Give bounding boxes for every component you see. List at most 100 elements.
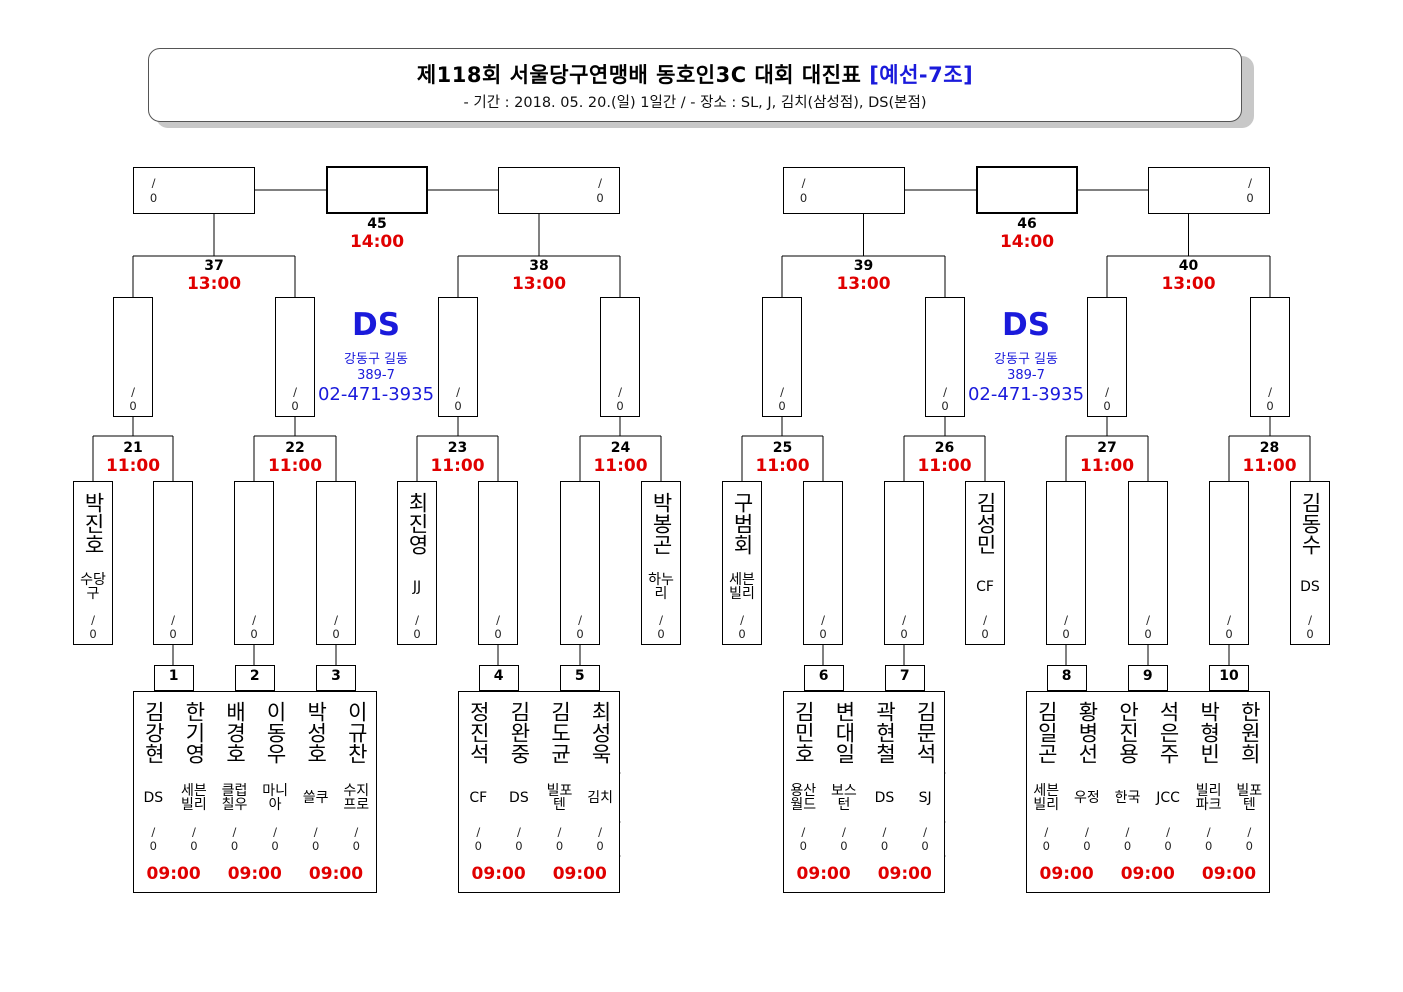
player-card xyxy=(641,481,681,645)
final-slot xyxy=(133,167,255,214)
score-sets: / xyxy=(476,824,481,839)
score-points: 0 xyxy=(900,627,908,641)
player-name: 안진용 xyxy=(1115,700,1140,764)
player-score: /0 xyxy=(499,822,540,856)
final-slot xyxy=(783,167,905,214)
score-points: 0 xyxy=(271,839,279,853)
player-club: CF xyxy=(976,579,994,595)
match-number: 6 xyxy=(818,668,829,684)
player-club: 마니아 xyxy=(262,782,288,813)
player-score: /0 xyxy=(783,822,824,856)
player-club: JCC xyxy=(1156,789,1180,806)
first-round-table xyxy=(133,691,377,893)
player-club: DS xyxy=(143,789,164,806)
match-time: 11:00 xyxy=(430,456,485,476)
venue-name: DS xyxy=(1001,307,1051,343)
venue-address: 강동구 길동 xyxy=(344,352,408,367)
match-number: 39 xyxy=(853,258,874,274)
match-number: 5 xyxy=(574,668,585,684)
player-score: /0 xyxy=(864,822,905,856)
match-time: 11:00 xyxy=(593,456,648,476)
player-card xyxy=(965,481,1005,645)
match-time: 11:00 xyxy=(105,456,161,476)
player-club xyxy=(1130,565,1166,609)
player-card xyxy=(884,481,924,645)
player-club: SJ xyxy=(918,789,932,806)
score-sets: / xyxy=(1247,824,1252,839)
player-club: 빌포텐 xyxy=(1236,782,1263,813)
match-time: 09:00 xyxy=(877,864,932,884)
match-time: 09:00 xyxy=(146,864,201,884)
player-club: JJ xyxy=(412,579,422,595)
match-time: 09:00 xyxy=(471,864,526,884)
score-points: 0 xyxy=(291,399,299,413)
score-sets: / xyxy=(598,176,602,191)
player-score: /0 xyxy=(478,609,518,645)
winner-score: /0 xyxy=(1250,381,1290,417)
match-number-box xyxy=(478,665,519,691)
winner-score: /0 xyxy=(600,381,640,417)
player-card xyxy=(316,481,356,645)
match-number-box xyxy=(234,665,275,691)
winner-slot xyxy=(1087,297,1127,417)
match-number-box xyxy=(884,665,925,691)
player-score: /0 xyxy=(1026,822,1067,856)
score-points: 0 xyxy=(129,399,137,413)
venue-address-number: 389-7 xyxy=(1007,368,1045,383)
match-number: 4 xyxy=(493,668,504,684)
player-name: 한기영 xyxy=(182,700,207,764)
player-name xyxy=(153,481,193,565)
score-points: 0 xyxy=(738,627,746,641)
page-title: 제118회 서울당구연맹배 동호인3C 대회 대진표 [예선-7조] xyxy=(149,59,1241,89)
player-name xyxy=(1128,481,1168,565)
player-name: 박성호 xyxy=(304,700,329,764)
score-sets: / xyxy=(882,824,887,839)
player-name xyxy=(234,481,274,565)
score-sets: / xyxy=(151,824,156,839)
match-time: 13:00 xyxy=(511,274,567,294)
match-time: 13:00 xyxy=(186,274,242,294)
score-sets: / xyxy=(801,176,806,191)
score-points: 0 xyxy=(616,399,624,413)
score-sets: / xyxy=(1064,612,1068,627)
score-sets: / xyxy=(1125,824,1130,839)
winner-slot xyxy=(925,297,965,417)
player-name xyxy=(478,481,518,565)
score-points: 0 xyxy=(941,399,949,413)
player-club: DS xyxy=(1300,579,1320,595)
match-number: 26 xyxy=(934,440,955,456)
match-time: 14:00 xyxy=(349,232,405,252)
winner-score: /0 xyxy=(925,381,965,417)
score-sets: / xyxy=(334,612,338,627)
first-round-table xyxy=(783,691,946,893)
player-score: /0 xyxy=(722,609,762,645)
player-name: 최진영 xyxy=(405,491,430,555)
player-club: CF xyxy=(469,789,488,806)
match-time: 09:00 xyxy=(308,864,364,884)
score-points: 0 xyxy=(1144,627,1152,641)
player-club: 한국 xyxy=(1114,789,1141,806)
score-sets: / xyxy=(456,384,460,399)
player-score: /0 xyxy=(1107,822,1148,856)
player-club: 세븐빌리 xyxy=(1033,782,1060,813)
player-name xyxy=(1209,481,1249,565)
score-sets: / xyxy=(1248,176,1252,191)
venue-phone: 02-471-3935 xyxy=(967,384,1085,405)
player-name: 김강현 xyxy=(141,700,166,764)
player-card xyxy=(1209,481,1249,645)
match-number: 40 xyxy=(1178,258,1199,274)
score-sets: / xyxy=(273,824,278,839)
score-sets: / xyxy=(516,824,521,839)
header-box: 제118회 서울당구연맹배 동호인3C 대회 대진표 [예선-7조] - 기간 … xyxy=(148,48,1242,122)
score-sets: / xyxy=(131,384,135,399)
champion-slot xyxy=(326,166,428,214)
player-card xyxy=(1128,481,1168,645)
match-number-box xyxy=(1046,665,1087,691)
champion-slot xyxy=(976,166,1078,214)
final-slot xyxy=(498,167,620,214)
player-score: /0 xyxy=(580,822,621,856)
player-name: 김도균 xyxy=(547,700,572,764)
score-points: 0 xyxy=(1042,839,1050,853)
player-name: 한원희 xyxy=(1237,700,1262,764)
final-score: /0 xyxy=(580,167,620,214)
